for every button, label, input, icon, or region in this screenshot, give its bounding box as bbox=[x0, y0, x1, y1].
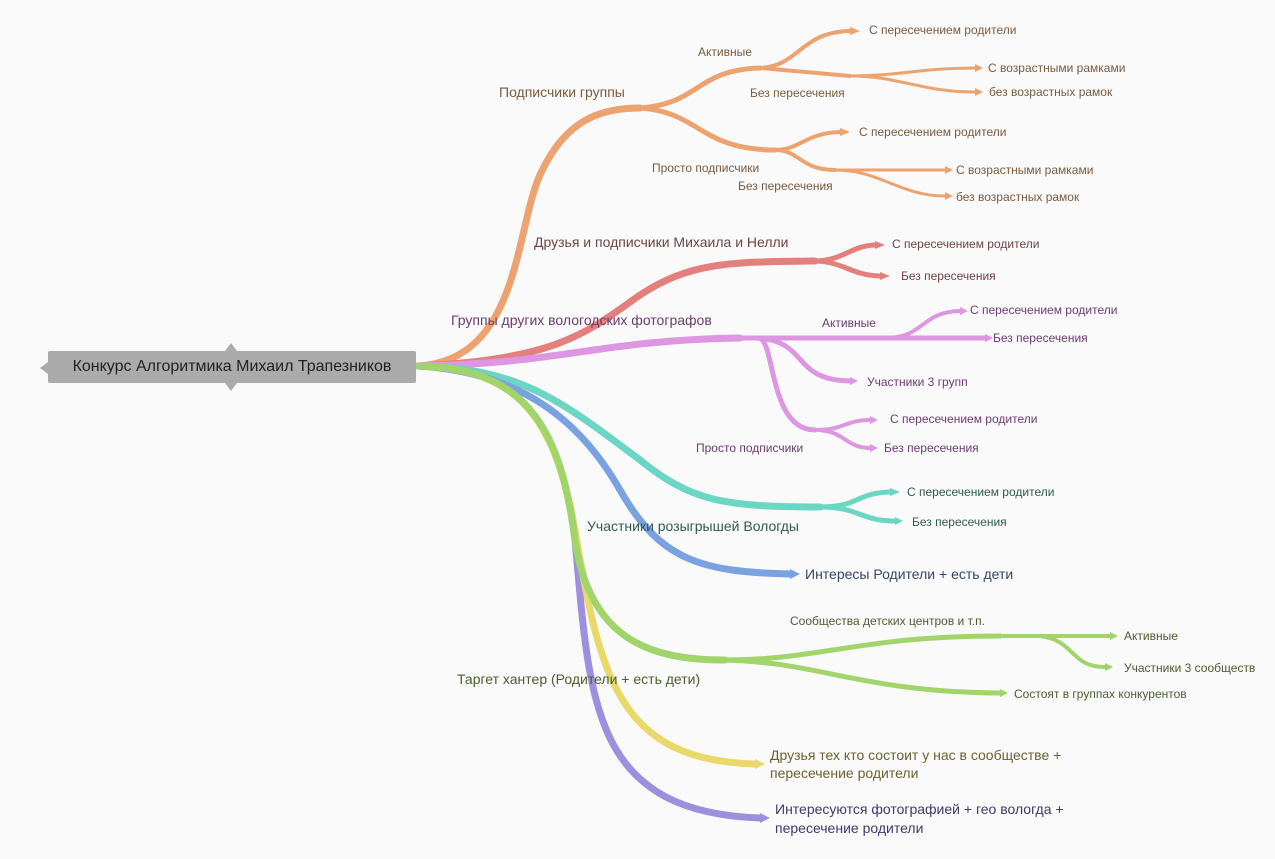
label-ourfriends-line2: пересечение родители bbox=[770, 765, 918, 781]
arrow-photo bbox=[760, 813, 770, 823]
label-ourfriends-line1: Друзья тех кто состоит у нас в сообществ… bbox=[770, 747, 1061, 763]
arrows-giveaways bbox=[890, 488, 903, 525]
label-photo-line2: пересечение родители bbox=[775, 820, 923, 836]
label-friends: Друзья и подписчики Михаила и Нелли bbox=[534, 234, 789, 250]
label-photographers-simple-cross: С пересечением родители bbox=[890, 412, 1037, 426]
label-photographers-simple-nocross: Без пересечения bbox=[884, 441, 979, 455]
label-target-centers-three: Участники 3 сообществ bbox=[1124, 661, 1255, 675]
label-subscribers-active-nocross: Без пересечения bbox=[750, 86, 845, 100]
root-handle-bottom[interactable] bbox=[225, 383, 237, 391]
label-friends-cross: С пересечением родители bbox=[892, 237, 1039, 251]
arrows-friends bbox=[875, 241, 890, 280]
label-target-competitors: Состоят в группах конкурентов bbox=[1014, 687, 1187, 701]
label-subscribers-simple: Просто подписчики bbox=[652, 161, 759, 175]
root-handle-top[interactable] bbox=[225, 343, 237, 351]
label-photographers: Группы других вологодских фотографов bbox=[451, 312, 712, 328]
label-giveaways-nocross: Без пересечения bbox=[912, 515, 1007, 529]
label-subscribers-active-age: С возрастными рамками bbox=[988, 61, 1125, 75]
branch-photographers bbox=[414, 309, 988, 450]
label-subscribers-simple-noage: без возрастных рамок bbox=[956, 190, 1080, 204]
label-subscribers: Подписчики группы bbox=[499, 84, 625, 100]
label-target: Таргет хантер (Родители + есть дети) bbox=[457, 671, 700, 687]
label-target-centers-active: Активные bbox=[1124, 629, 1178, 643]
label-photographers-active: Активные bbox=[822, 316, 876, 330]
arrows-target bbox=[1000, 632, 1118, 697]
label-photo-line1: Интересуются фотографией + гео вологда + bbox=[775, 801, 1064, 817]
root-topic-label: Конкурс Алгоритмика Михаил Трапезников bbox=[72, 358, 392, 375]
arrow-ourfriends bbox=[755, 759, 765, 769]
label-subscribers-active-cross: С пересечением родители bbox=[869, 23, 1016, 37]
label-giveaways-cross: С пересечением родители bbox=[907, 485, 1054, 499]
label-friends-nocross: Без пересечения bbox=[901, 269, 996, 283]
label-giveaways: Участники розыгрышей Вологды bbox=[587, 518, 799, 534]
label-target-centers: Сообщества детских центров и т.п. bbox=[790, 614, 985, 628]
root-topic[interactable]: Конкурс Алгоритмика Михаил Трапезников bbox=[48, 351, 416, 383]
label-photographers-simple: Просто подписчики bbox=[696, 441, 803, 455]
label-photographers-active-cross: С пересечением родители bbox=[970, 303, 1117, 317]
label-subscribers-simple-age: С возрастными рамками bbox=[956, 163, 1093, 177]
branch-giveaways bbox=[414, 362, 898, 524]
root-handle-left[interactable] bbox=[40, 362, 48, 374]
branch-target bbox=[414, 362, 1112, 696]
label-photographers-active-nocross: Без пересечения bbox=[993, 331, 1088, 345]
label-subscribers-active-noage: без возрастных рамок bbox=[989, 85, 1113, 99]
label-subscribers-simple-cross: С пересечением родители bbox=[859, 125, 1006, 139]
arrow-interests bbox=[790, 569, 800, 579]
arrows-photographers bbox=[850, 307, 993, 452]
branch-friends bbox=[414, 242, 883, 370]
arrows-subscribers bbox=[840, 27, 983, 200]
branch-interests bbox=[414, 362, 794, 578]
label-subscribers-active: Активные bbox=[698, 45, 752, 59]
label-photographers-three: Участники 3 групп bbox=[867, 375, 968, 389]
label-subscribers-simple-nocross: Без пересечения bbox=[738, 179, 833, 193]
label-interests: Интересы Родители + есть дети bbox=[805, 566, 1013, 582]
branch-subscribers bbox=[414, 29, 977, 370]
